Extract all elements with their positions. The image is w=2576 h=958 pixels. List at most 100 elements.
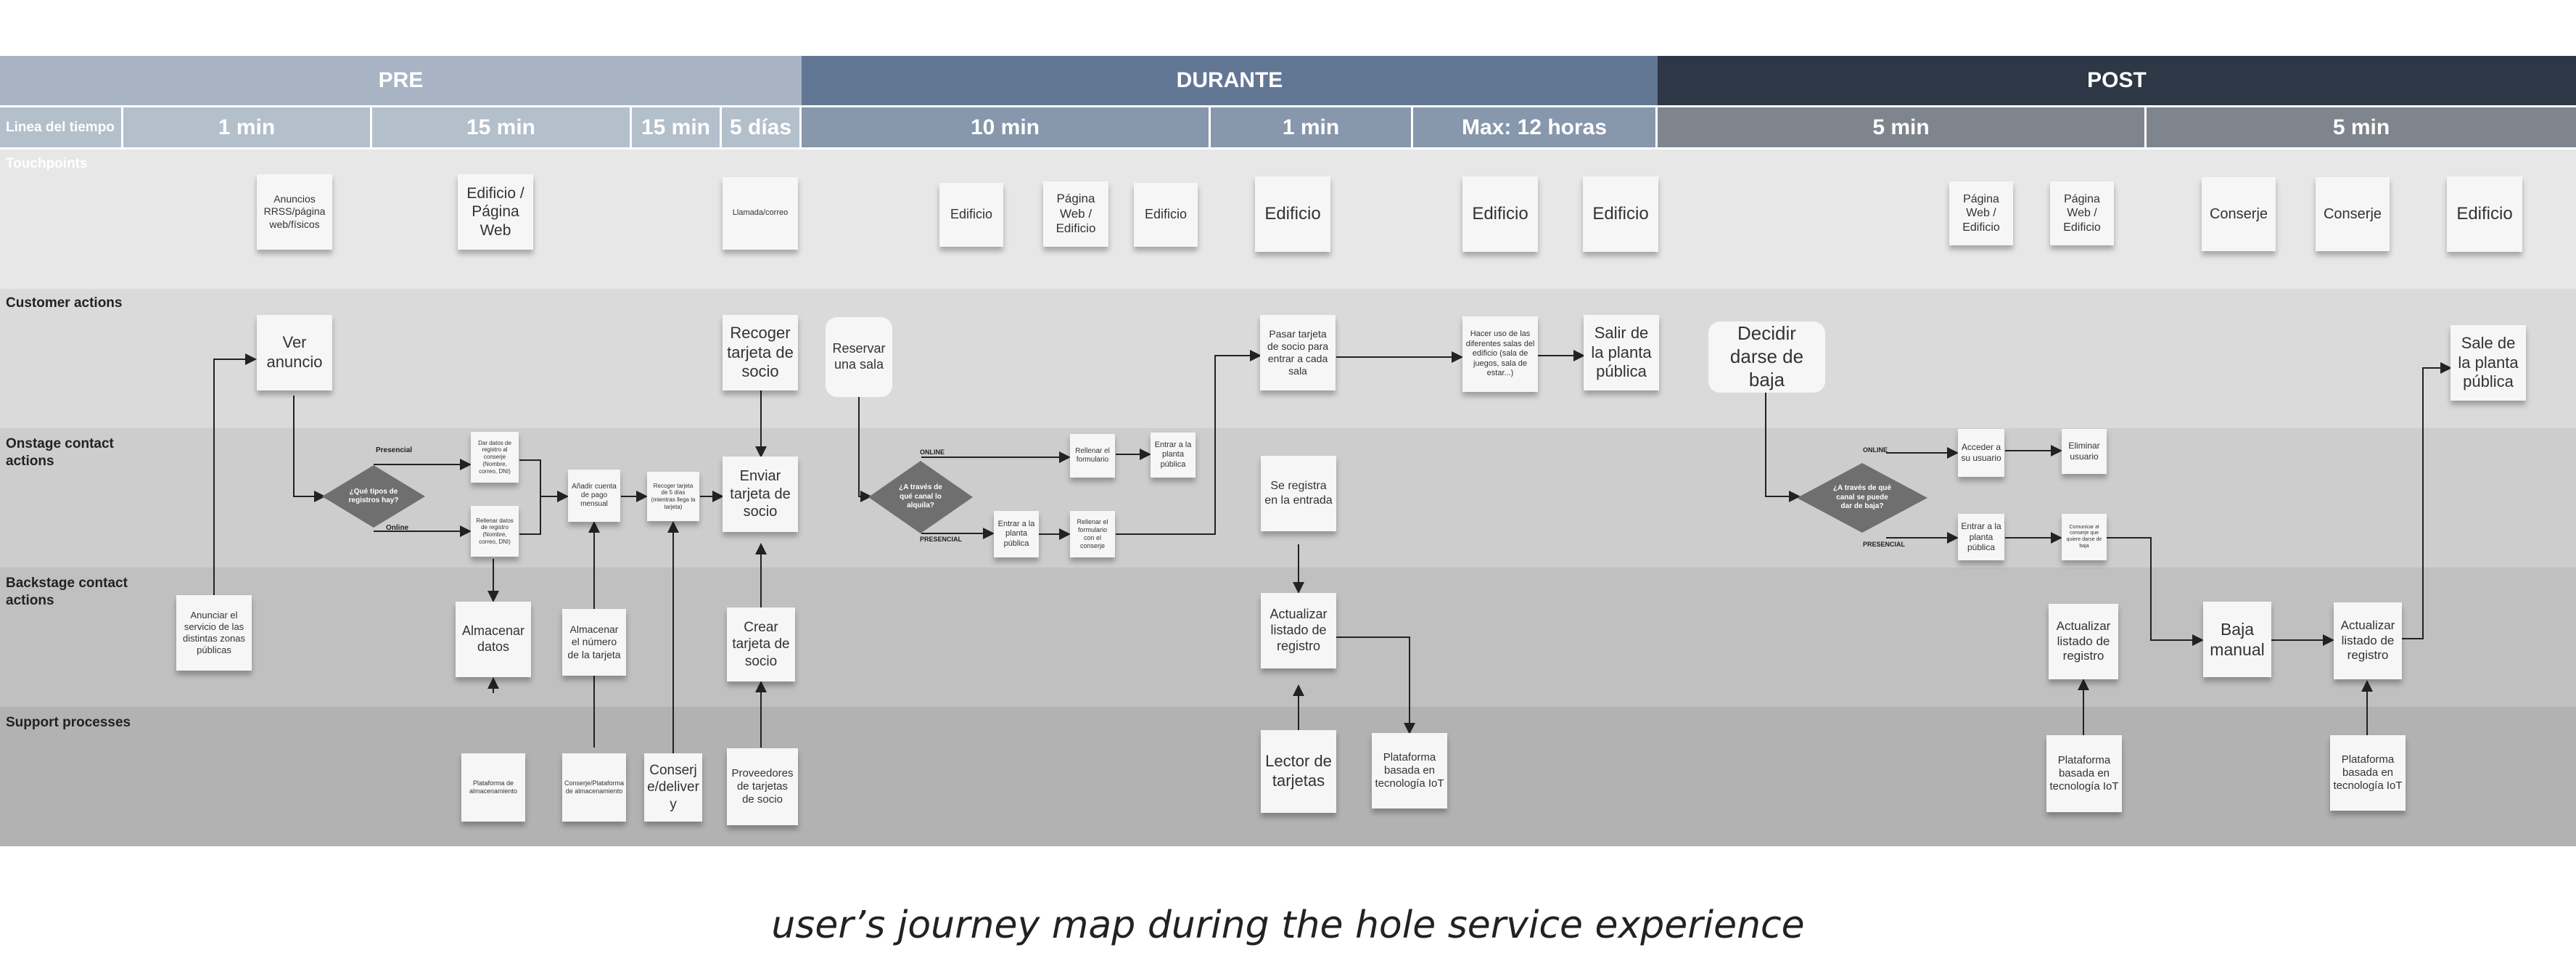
decision-diamond: ¿A través de qué canal lo alquila? <box>868 461 973 533</box>
backstage-action-note: Baja manual <box>2203 602 2271 677</box>
phase-durante: DURANTE <box>802 56 1658 105</box>
decision-label: ¿A través de qué canal se puede dar de b… <box>1832 484 1892 511</box>
touchpoint-note: Edificio <box>1134 183 1198 247</box>
onstage-action-note: Comunicar al conserje que quiere darse d… <box>2062 514 2107 560</box>
backstage-action-note: Actualizar listado de registro <box>2334 602 2402 679</box>
onstage-action-note: Enviar tarjeta de socio <box>723 457 798 532</box>
support-process-note: Plataforma de almacenamiento <box>461 753 525 822</box>
lane-label-onstage: Onstage contact actions <box>6 436 114 469</box>
touchpoint-note: Edificio <box>1462 176 1538 252</box>
onstage-action-note: Rellenar el formulario con el conserje <box>1070 511 1115 557</box>
connector <box>2402 362 2452 639</box>
phase-pre: PRE <box>0 56 802 105</box>
support-process-note: Plataforma basada en tecnología IoT <box>1372 733 1447 808</box>
decision-label: ¿A través de qué canal lo alquila? <box>899 483 942 510</box>
onstage-action-note: Rellenar datos de registro (Nombre, corr… <box>471 506 519 557</box>
onstage-action-note: Añadir cuenta de pago mensual <box>568 470 620 522</box>
lane-label-backstage: Backstage contact actions <box>6 576 128 608</box>
connector <box>858 397 872 502</box>
connector <box>293 396 326 502</box>
branch-label: ONLINE <box>1863 446 1888 454</box>
connector <box>1336 636 1415 734</box>
branch-label: PRESENCIAL <box>920 536 963 543</box>
customer-action-note: Pasar tarjeta de socio para entrar a cad… <box>1260 315 1336 390</box>
timeline-cell: 1 min <box>123 107 372 147</box>
diamond-shape <box>322 465 425 528</box>
onstage-action-note: Recoger tarjeta de 5 días (mientras lleg… <box>647 472 699 521</box>
branch-label: PRESENCIAL <box>1863 541 1906 548</box>
touchpoint-note: Página Web / Edificio <box>1043 181 1108 247</box>
customer-action-note: Hacer uso de las diferentes salas del ed… <box>1462 316 1538 392</box>
onstage-action-note: Entrar a la planta pública <box>1958 514 2004 560</box>
phase-post-label: POST <box>2087 68 2147 92</box>
onstage-action-note: Dar datos de registro al conserje (Nombr… <box>471 432 519 483</box>
timeline-cell: 15 min <box>372 107 632 147</box>
backstage-action-note: Actualizar listado de registro <box>1261 593 1336 668</box>
backstage-action-note: Anunciar el servicio de las distintas zo… <box>176 595 252 671</box>
phase-pre-label: PRE <box>378 68 424 92</box>
decision-diamond: ¿A través de qué canal se puede dar de b… <box>1797 463 1927 533</box>
backstage-action-note: Actualizar listado de registro <box>2049 604 2118 679</box>
touchpoint-note: Edificio <box>1255 176 1330 252</box>
customer-action-note: Decidir darse de baja <box>1708 322 1825 393</box>
connector <box>2107 537 2204 646</box>
touchpoint-note: Llamada/correo <box>723 177 798 250</box>
timeline-cell: 5 min <box>2147 107 2576 147</box>
onstage-action-note: Acceder a su usuario <box>1958 429 2004 477</box>
touchpoint-note: Conserje <box>2202 177 2276 251</box>
touchpoint-note: Anuncios RRSS/página web/físicos <box>257 174 332 250</box>
onstage-action-note: Entrar a la planta pública <box>994 511 1039 557</box>
connector <box>1765 393 1801 502</box>
connector <box>519 491 569 535</box>
support-process-note: Proveedores de tarjetas de socio <box>727 748 798 825</box>
connector <box>213 353 257 595</box>
backstage-action-note: Crear tarjeta de socio <box>727 607 795 681</box>
touchpoint-note: Edificio <box>1583 176 1658 252</box>
support-process-note: Conserj e/deliver y <box>644 753 702 822</box>
lane-label-touchpoints: Touchpoints <box>6 156 88 171</box>
timeline-cell: 10 min <box>802 107 1211 147</box>
timeline-label: Linea del tiempo <box>0 107 123 147</box>
connector <box>1116 350 1262 535</box>
decision-label: ¿Qué tipos de registros hay? <box>348 487 399 505</box>
onstage-action-note: Entrar a la planta pública <box>1151 433 1196 478</box>
onstage-action-note: Rellenar el formulario <box>1070 434 1115 478</box>
touchpoint-note: Edificio <box>2447 176 2522 252</box>
support-process-note: Conserje/Plataforma de almacenamiento <box>562 753 626 822</box>
lane-label-customer: Customer actions <box>6 295 123 311</box>
touchpoint-note: Página Web / Edificio <box>2050 181 2114 245</box>
timeline-cell: 5 min <box>1658 107 2147 147</box>
phase-durante-label: DURANTE <box>1176 68 1283 92</box>
touchpoint-note: Edificio / Página Web <box>458 174 533 250</box>
phase-post: POST <box>1658 56 2576 105</box>
timeline-cell: Max: 12 horas <box>1413 107 1658 147</box>
branch-label: ONLINE <box>920 449 945 456</box>
timeline-cell: 5 días <box>722 107 802 147</box>
touchpoint-note: Edificio <box>939 183 1003 247</box>
diamond-shape <box>868 461 973 533</box>
connector <box>519 459 569 502</box>
onstage-action-note: Se registra en la entrada <box>1261 456 1336 531</box>
support-process-note: Lector de tarjetas <box>1261 730 1336 813</box>
touchpoint-note: Conserje <box>2316 177 2390 251</box>
customer-action-note: Sale de la planta pública <box>2451 325 2526 401</box>
backstage-action-note: Almacenar el número de la tarjeta <box>562 609 626 676</box>
decision-diamond: ¿Qué tipos de registros hay? <box>322 465 425 528</box>
figure-caption: user’s journey map during the hole servi… <box>771 904 1805 947</box>
onstage-action-note: Eliminar usuario <box>2062 429 2107 474</box>
touchpoint-note: Página Web / Edificio <box>1949 181 2013 245</box>
customer-action-note: Reservar una sala <box>826 317 892 397</box>
customer-action-note: Ver anuncio <box>257 315 332 390</box>
branch-label: Presencial <box>376 446 413 454</box>
customer-action-note: Recoger tarjeta de socio <box>723 315 798 390</box>
diamond-shape <box>1797 463 1927 533</box>
support-process-note: Plataforma basada en tecnología IoT <box>2046 735 2122 812</box>
customer-action-note: Salir de la planta pública <box>1584 315 1659 390</box>
lane-label-support: Support processes <box>6 715 131 730</box>
timeline-cell: 1 min <box>1211 107 1413 147</box>
support-process-note: Plataforma basada en tecnología IoT <box>2330 735 2406 811</box>
backstage-action-note: Almacenar datos <box>456 602 531 677</box>
timeline-cell: 15 min <box>632 107 722 147</box>
branch-label: Online <box>386 524 409 532</box>
